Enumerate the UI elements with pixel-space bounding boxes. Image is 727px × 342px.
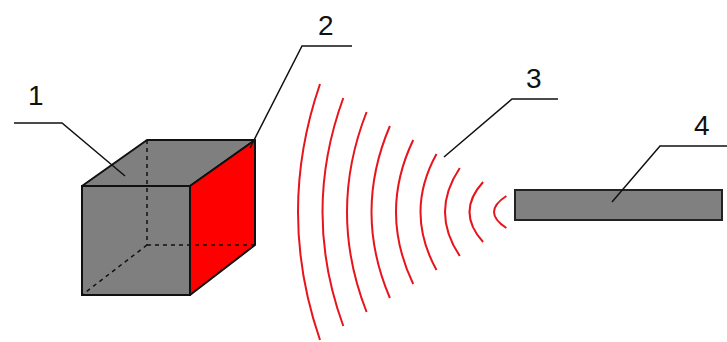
callout-number: 4 — [694, 112, 710, 140]
wave-arc — [347, 112, 367, 312]
hidden-edges — [82, 140, 255, 295]
callout-number: 3 — [526, 65, 542, 93]
wave-arc — [470, 182, 484, 242]
wave-arc — [494, 196, 506, 228]
wave-arc — [421, 154, 437, 270]
wave-arc — [298, 84, 320, 340]
callout-number: 1 — [28, 82, 44, 110]
waves — [298, 84, 506, 340]
wave-arc — [396, 140, 413, 284]
emitter-face — [190, 140, 255, 295]
leader-lines — [14, 46, 727, 202]
wave-arc — [445, 168, 460, 256]
wave-arc — [372, 126, 390, 298]
cube-front — [82, 186, 190, 295]
callout-number: 2 — [318, 12, 334, 40]
wave-arc — [323, 98, 344, 326]
